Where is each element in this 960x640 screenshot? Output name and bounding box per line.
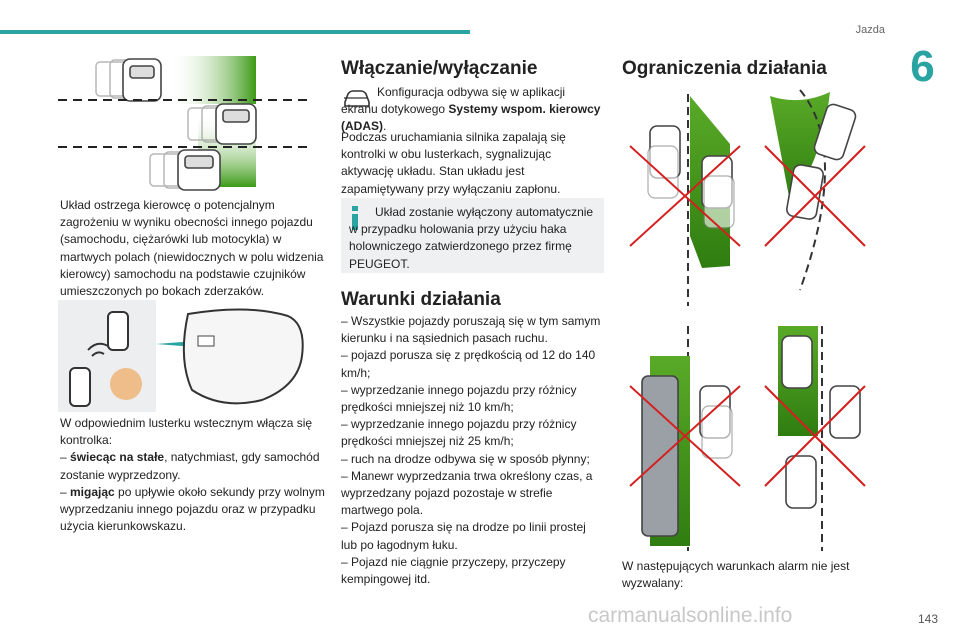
list-item: – Wszystkie pojazdy poruszają się w tym … (341, 314, 601, 346)
info-icon (352, 206, 358, 230)
car-icon (69, 367, 91, 407)
car-icon (107, 311, 129, 351)
limitations-illustration (629, 89, 866, 551)
page-number: 143 (917, 612, 938, 626)
truck-icon (641, 375, 679, 537)
indicator-section: W odpowiednim lusterku wstecznym włącza … (60, 415, 325, 535)
car-settings-icon (344, 90, 370, 107)
activation-text: Podczas uruchamiania silnika zapalają si… (341, 130, 566, 196)
indicator-flashing: – migając po upływie około sekundy przy … (60, 484, 325, 534)
section-title-limitations: Ograniczenia działania (622, 58, 827, 79)
watermark: carmanualsonline.info (588, 604, 793, 627)
conditions-list: – Wszystkie pojazdy poruszają się w tym … (341, 313, 604, 588)
car-icon (786, 164, 824, 220)
list-item: – wyprzedzanie innego pojazdu przy różni… (341, 417, 577, 449)
car-icon (781, 335, 813, 389)
list-item: – Manewr wyprzedzania trwa określony cza… (341, 468, 593, 518)
list-item: – pojazd porusza się z prędkością od 12 … (341, 348, 596, 380)
list-item: – Pojazd porusza się na drodze po linii … (341, 520, 586, 552)
section-title-on-off: Włączanie/wyłączanie (341, 58, 538, 79)
config-text: Konfiguracja odbywa się w aplikacji ekra… (341, 85, 601, 134)
blind-spot-illustration (58, 56, 308, 191)
header-accent-bar (0, 30, 470, 34)
car-icon (813, 103, 857, 161)
chapter-number: 6 (910, 42, 935, 91)
indicator-intro: W odpowiednim lusterku wstecznym włącza … (60, 416, 313, 448)
indicator-steady: – świecąc na stałe, natychmiast, gdy sam… (60, 450, 320, 482)
list-item: – ruch na drodze odbywa się w sposób pły… (341, 451, 590, 466)
car-icon (829, 385, 861, 439)
mirror-indicator-illustration (58, 300, 304, 412)
blind-spot-description: Układ ostrzega kierowcę o potencjalnym z… (60, 198, 324, 299)
info-box: Układ zostanie wyłączony automatycznie w… (341, 198, 604, 273)
section-title: Jazda (855, 24, 885, 36)
towing-info: Układ zostanie wyłączony automatycznie w… (349, 205, 594, 271)
limitations-caption: W następujących warunkach alarm nie jest… (622, 559, 850, 591)
section-title-conditions: Warunki działania (341, 289, 501, 310)
list-item: – wyprzedzanie innego pojazdu przy różni… (341, 382, 577, 415)
list-item: – Pojazd nie ciągnie przyczepy, przyczep… (341, 554, 566, 587)
car-icon (785, 455, 817, 509)
